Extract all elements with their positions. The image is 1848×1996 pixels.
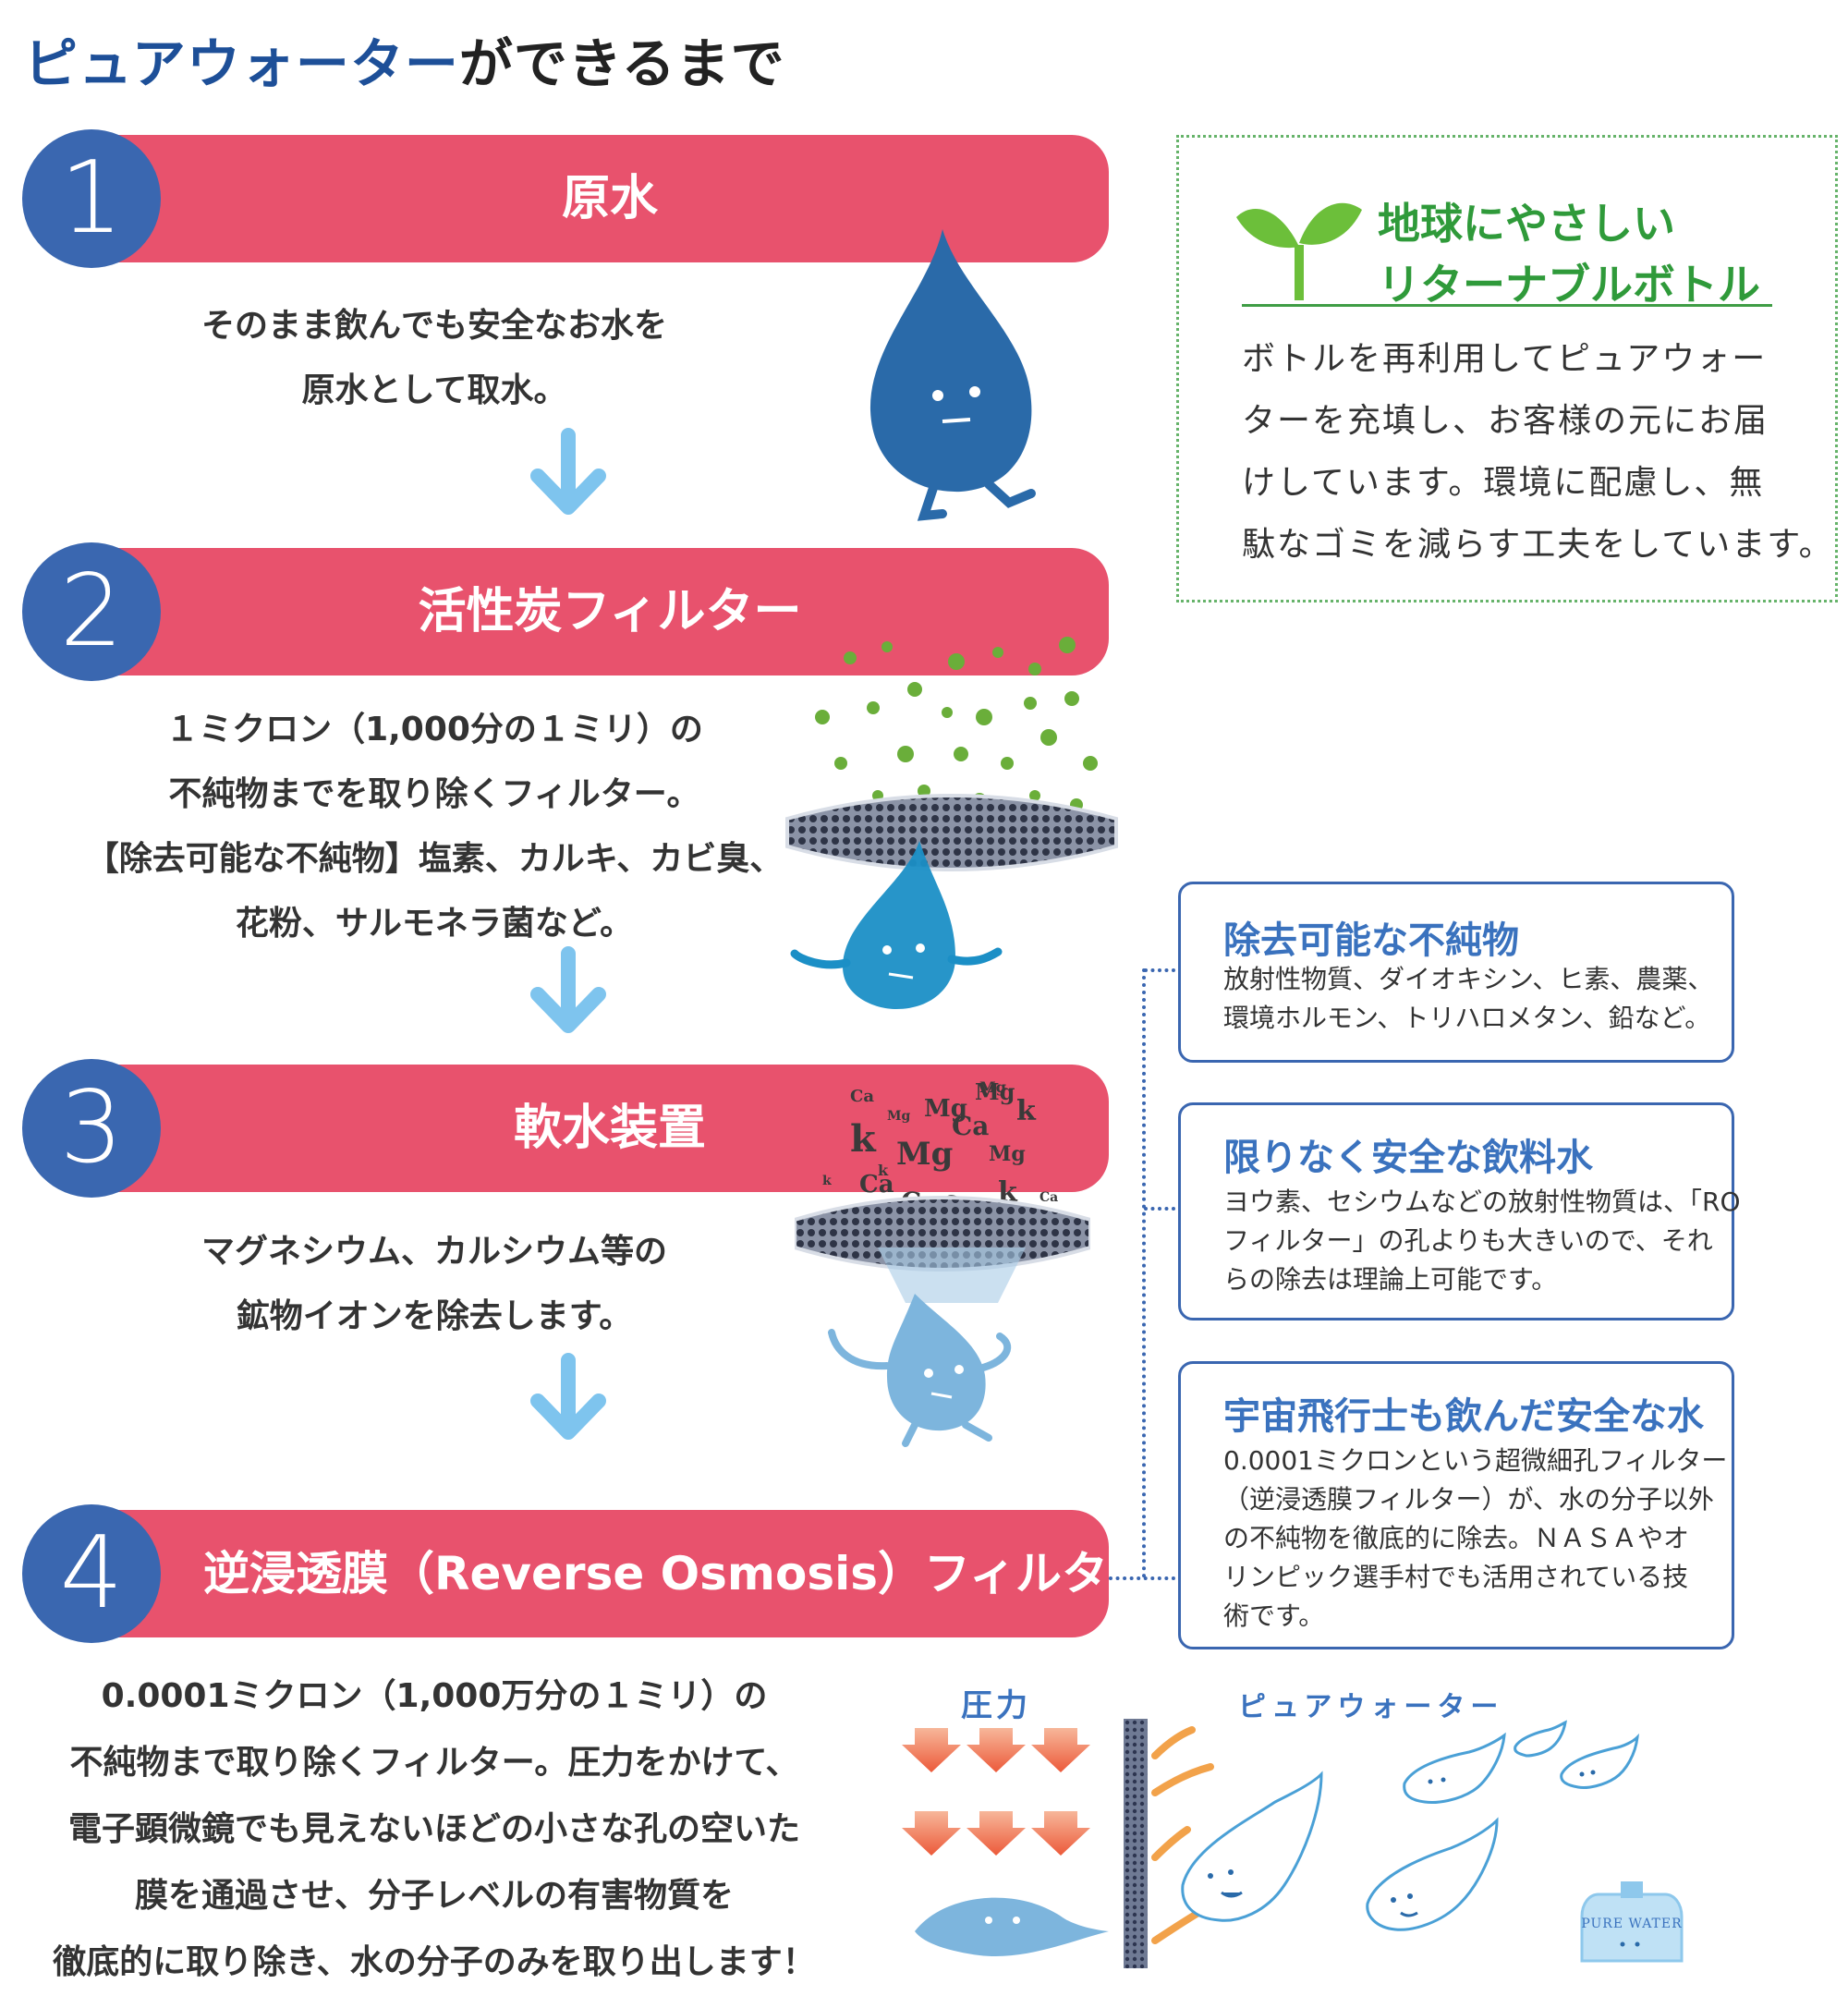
step-1-description: そのまま飲んでも安全なお水を 原水として取水。	[201, 307, 667, 409]
pressure-label: 圧力	[961, 1687, 1031, 1724]
water-softener-illustration: Ca Mg Mg Mg Ca k Mg k Mg Ca Mg k Ca Ca k…	[795, 1078, 1090, 1447]
connector-line	[1144, 1207, 1175, 1211]
sprout-icon	[1236, 202, 1362, 300]
info-box-body: ヨウ素、セシウムなどの放射性物質は、「RO フィルター」の孔よりも大きいので、そ…	[1223, 1187, 1741, 1295]
carbon-filter-illustration	[785, 637, 1118, 1009]
water-drop-character-icon	[869, 229, 1036, 521]
ion-label: k	[1016, 1095, 1037, 1127]
down-arrow-icon	[530, 946, 606, 1033]
step-3-number: 3	[22, 1059, 161, 1198]
info-box-heading: 除去可能な不純物	[1223, 919, 1519, 962]
info-box-body: 放射性物質、ダイオキシン、ヒ素、農薬、 環境ホルモン、トリハロメタン、鉛など。	[1223, 964, 1714, 1033]
ion-label: Mg	[979, 1078, 1006, 1096]
down-arrow-icon	[530, 1353, 606, 1440]
ion-label: Mg	[975, 1078, 1015, 1105]
ion-label: k	[850, 1117, 877, 1161]
ion-label: Ca	[1040, 1190, 1058, 1205]
step-1-bar: 原水	[111, 135, 1109, 262]
step-1-number: 1	[22, 129, 161, 268]
page-title: ピュアウォーターができるまで	[24, 32, 785, 95]
down-arrow-icon	[530, 428, 606, 515]
ion-label: Ca	[850, 1087, 874, 1106]
info-box-heading: 限りなく安全な飲料水	[1223, 1137, 1593, 1179]
ion-label: Ca	[859, 1171, 894, 1199]
info-box-heading: 宇宙飛行士も飲んだ安全な水	[1223, 1395, 1704, 1438]
ion-label: Mg	[887, 1109, 910, 1124]
reverse-osmosis-illustration: PURE WATER	[902, 1719, 1684, 1968]
ion-label: Mg	[924, 1095, 967, 1123]
info-box-safe-drinking-water: 限りなく安全な飲料水 ヨウ素、セシウムなどの放射性物質は、「RO フィルター」の…	[1178, 1102, 1741, 1321]
connector-line	[1142, 968, 1146, 1578]
step-1-label: 原水	[561, 171, 658, 226]
step-3-label: 軟水装置	[513, 1101, 706, 1156]
step-2-label: 活性炭フィルター	[418, 584, 802, 639]
ion-label: Mg	[896, 1136, 953, 1173]
step-4-label: 逆浸透膜（Reverse Osmosis）フィルター	[203, 1547, 1155, 1600]
pure-water-label: ピュアウォーター	[1238, 1691, 1504, 1723]
step-2-number: 2	[22, 542, 161, 681]
ion-label: Mg	[989, 1142, 1026, 1166]
eco-heading: 地球にやさしい リターナブルボトル	[1378, 199, 1760, 310]
step-4-bar: 逆浸透膜（Reverse Osmosis）フィルター	[111, 1510, 1155, 1637]
step-4-description: 0.0001ミクロン（1,000万分の１ミリ）の 不純物まで取り除くフィルター。…	[53, 1677, 816, 1981]
divider	[1242, 304, 1772, 307]
step-2-bar: 活性炭フィルター	[111, 548, 1109, 675]
step-3-bar: 軟水装置	[111, 1065, 1109, 1192]
connector-line	[1144, 968, 1175, 972]
ion-label: k	[822, 1174, 832, 1188]
step-3-description: マグネシウム、カルシウム等の 鉱物イオンを除去します。	[201, 1233, 667, 1335]
step-2-description: １ミクロン（1,000分の１ミリ）の 不純物までを取り除くフィルター。 【除去可…	[85, 711, 784, 943]
ion-label: Ca	[952, 1111, 989, 1141]
info-box-removable-impurities: 除去可能な不純物 放射性物質、ダイオキシン、ヒ素、農薬、 環境ホルモン、トリハロ…	[1178, 882, 1734, 1063]
connector-line	[1109, 1576, 1175, 1580]
step-4-number: 4	[22, 1504, 161, 1643]
info-box-astronaut-water: 宇宙飛行士も飲んだ安全な水 0.0001ミクロンという超微細孔フィルター （逆浸…	[1178, 1361, 1734, 1649]
info-box-body: 0.0001ミクロンという超微細孔フィルター （逆浸透膜フィルター）が、水の分子…	[1223, 1445, 1728, 1631]
eco-body: ボトルを再利用してピュアウォー ターを充填し、お客様の元にお届 けしています。環…	[1242, 340, 1834, 564]
ion-label: k	[878, 1162, 889, 1179]
returnable-bottle-box: 地球にやさしい リターナブルボトル ボトルを再利用してピュアウォー ターを充填し…	[1176, 135, 1838, 602]
bottle-label: PURE WATER	[1581, 1917, 1682, 1931]
